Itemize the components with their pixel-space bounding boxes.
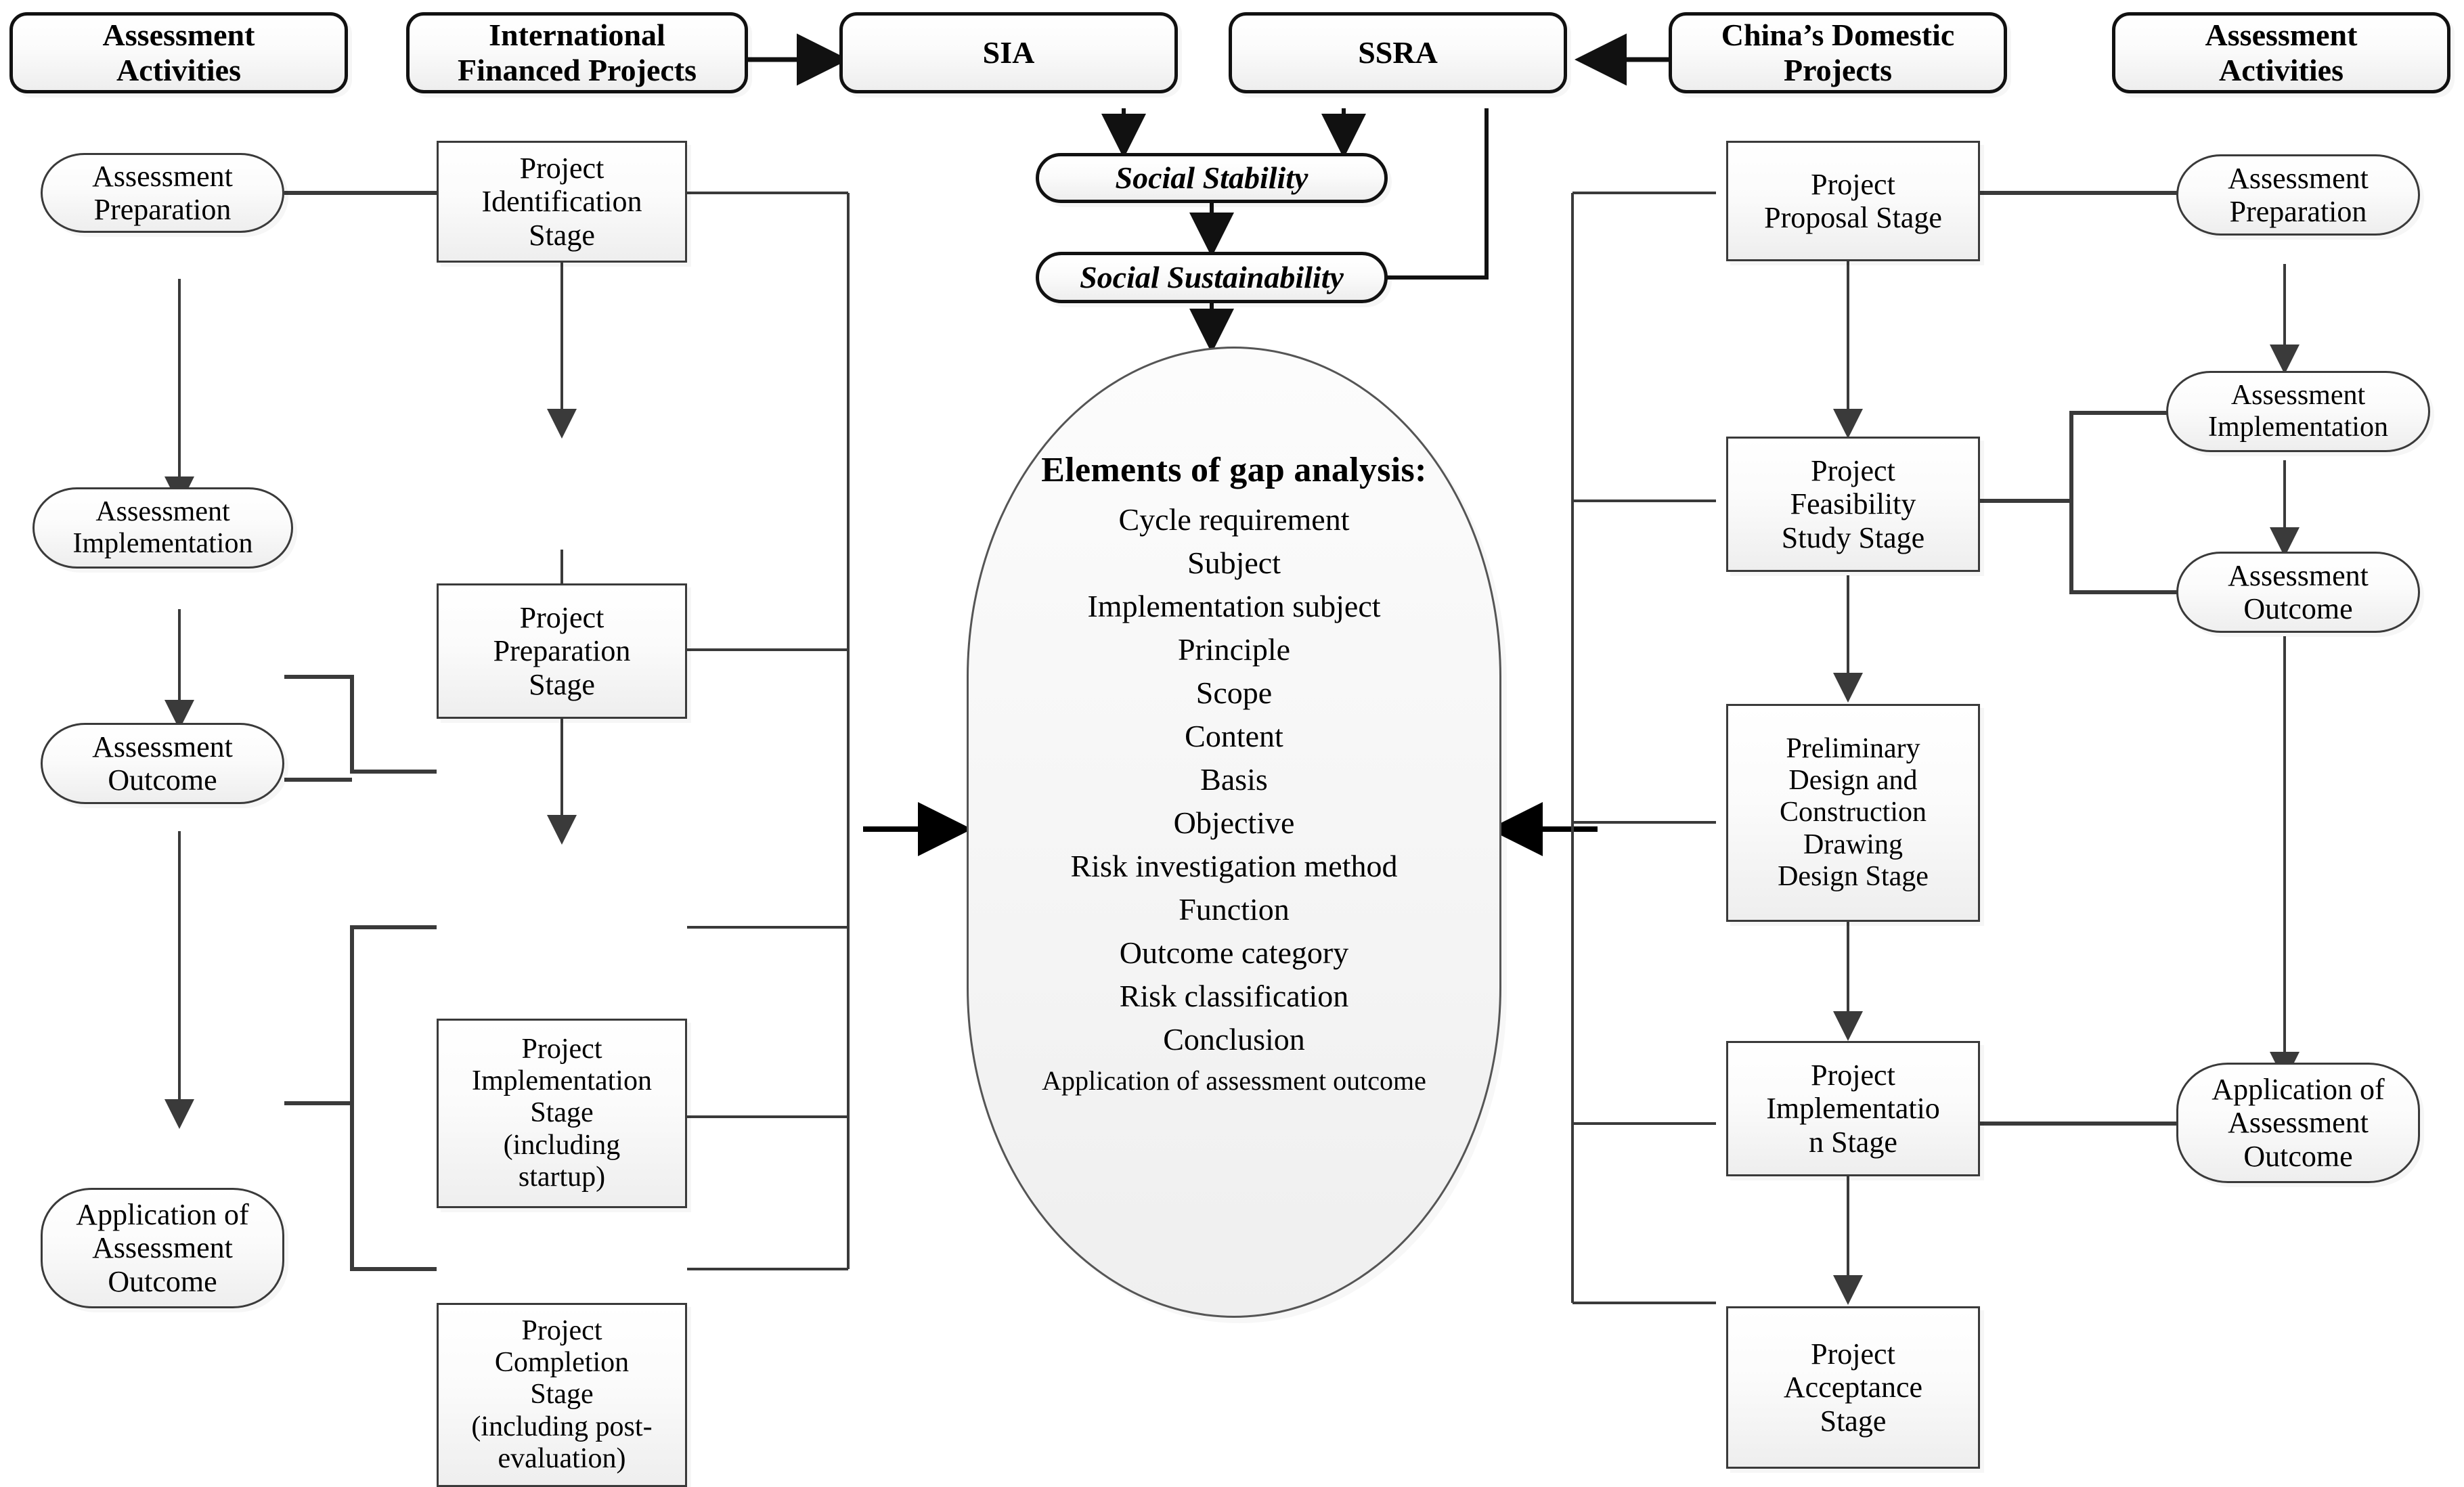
node-ssra[interactable]: SSRA — [1229, 12, 1567, 93]
node-ssra-label: SSRA — [1358, 35, 1438, 70]
gap-analysis-item: Principle — [1177, 632, 1291, 667]
gap-analysis-item: Content — [1185, 719, 1283, 753]
node-sia[interactable]: SIA — [839, 12, 1178, 93]
gap-analysis-title: Elements of gap analysis: — [1041, 451, 1427, 489]
gap-analysis-item: Cycle requirement — [1118, 502, 1350, 537]
gap-analysis-item: Basis — [1200, 762, 1268, 797]
gap-analysis-item: Conclusion — [1163, 1022, 1305, 1057]
node-sia-label: SIA — [982, 35, 1035, 70]
gap-analysis-oval: Elements of gap analysis: Cycle requirem… — [967, 347, 1501, 1318]
gap-analysis-item: Implementation subject — [1087, 589, 1381, 623]
gap-analysis-item: Subject — [1187, 546, 1281, 580]
concept-social-sustainability[interactable]: Social Sustainability — [1036, 252, 1388, 303]
gap-analysis-item: Outcome category — [1119, 935, 1349, 970]
gap-analysis-item: Scope — [1195, 675, 1273, 710]
concept-social-sustainability-label: Social Sustainability — [1080, 260, 1344, 295]
gap-analysis-item: Function — [1179, 892, 1290, 927]
gap-analysis-item: Application of assessment outcome — [1042, 1065, 1426, 1096]
concept-social-stability[interactable]: Social Stability — [1036, 153, 1388, 203]
gap-analysis-item: Objective — [1173, 805, 1295, 840]
gap-analysis-item: Risk investigation method — [1070, 849, 1398, 883]
concept-social-stability-label: Social Stability — [1115, 160, 1308, 196]
gap-analysis-item: Risk classification — [1119, 979, 1349, 1013]
